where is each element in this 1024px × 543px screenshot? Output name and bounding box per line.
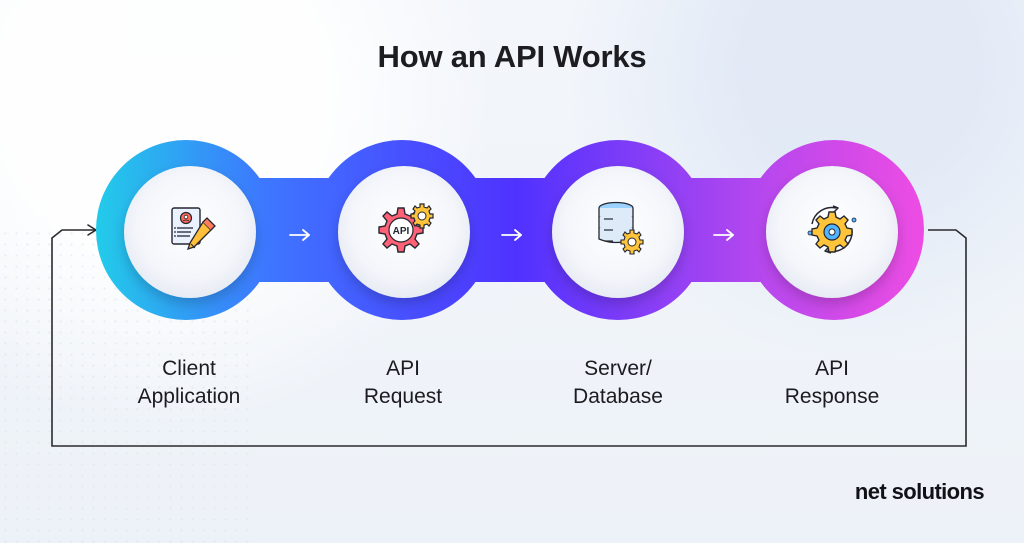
feedback-loop-line bbox=[51, 229, 967, 447]
flow-arrow-2-icon bbox=[501, 229, 522, 241]
loop-arrowhead-icon bbox=[87, 224, 97, 236]
api-gear-icon: API bbox=[378, 203, 434, 253]
page-title: How an API Works bbox=[377, 39, 647, 74]
client-document-icon bbox=[171, 207, 216, 251]
flow-arrow-3-icon bbox=[713, 229, 734, 241]
svg-text:API: API bbox=[393, 226, 410, 237]
step-label-server-database: Server/ Database bbox=[573, 357, 663, 408]
step-label-api-response: API Response bbox=[784, 357, 880, 408]
step-label-api-request: API Request bbox=[363, 357, 443, 408]
step-label-client-application: Client Application bbox=[137, 357, 241, 408]
server-database-icon bbox=[598, 201, 644, 255]
flow-arrow-1-icon bbox=[289, 229, 310, 241]
net-solutions-logo: net solutions bbox=[854, 479, 985, 504]
response-cycle-gear-icon bbox=[807, 205, 857, 254]
